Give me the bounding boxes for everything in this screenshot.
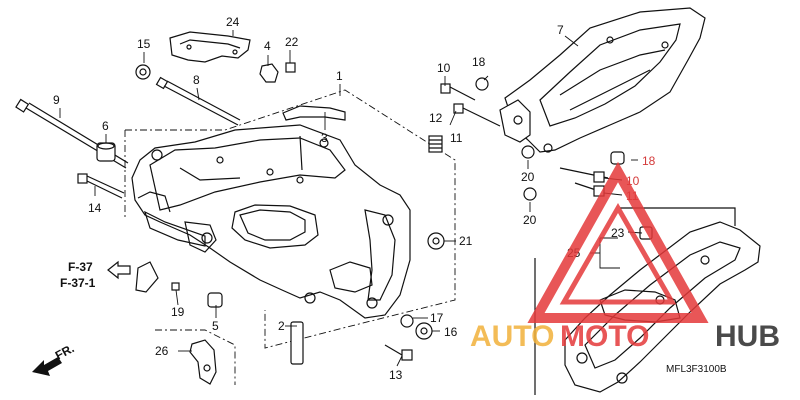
part-16-nut [415,322,433,340]
watermark-text-hub: HUB [715,320,780,353]
reference-f37-1[interactable]: F-37-1 [60,276,96,290]
subframe-drawing [499,7,706,153]
callout-labels: 1 2 3 4 5 6 7 8 9 10 10 11 11 12 13 14 1… [53,15,656,382]
part-18-collar-upper [475,77,489,91]
callout-21: 21 [459,234,473,248]
part-20-nut-lower [523,187,537,201]
main-frame-drawing [124,89,456,349]
callout-15: 15 [137,37,151,51]
callout-13: 13 [389,368,403,382]
part-17-washer [400,314,414,328]
part-2-pad [290,321,304,365]
callout-5: 5 [212,319,219,333]
part-26-bracket [155,329,236,385]
part-21-nut [427,232,445,250]
part-11-bolt-lower [574,182,605,197]
callout-11-upper: 11 [450,131,463,145]
part-10-bolt-lower [559,167,609,183]
callout-12: 12 [429,111,443,125]
callout-7: 7 [557,23,564,37]
reference-plate [135,261,159,293]
callout-18-upper: 18 [472,55,486,69]
part-22-bolt [285,62,296,73]
part-4-bracket [259,63,279,83]
part-8-bolt [155,76,241,126]
part-3-pad [282,105,346,121]
part-19-screw [171,282,180,291]
part-20-nut-upper [521,145,535,159]
part-12-collar [428,135,443,153]
callout-1: 1 [336,69,343,83]
watermark-triangle-icon [527,161,709,323]
callout-18-lower: 18 [642,154,656,168]
reference-arrow-icon [107,260,131,280]
front-arrow-icon [32,357,62,376]
callout-10-upper: 10 [437,61,451,75]
part-5-collar [207,292,223,308]
callout-3: 3 [321,131,328,145]
callout-4: 4 [264,39,271,53]
callout-23: 23 [611,226,625,240]
callout-8: 8 [193,73,200,87]
part-18-collar-lower [610,151,625,165]
part-6-collar [96,142,116,162]
callout-22: 22 [285,35,299,49]
callout-2: 2 [278,319,285,333]
callout-20-lower: 20 [523,213,537,227]
callout-24: 24 [226,15,240,29]
callout-9: 9 [53,93,60,107]
callout-17: 17 [430,311,444,325]
callout-19: 19 [171,305,185,319]
part-13-bolt [384,344,413,361]
callout-16: 16 [444,325,458,339]
cross-reference[interactable]: F-37 F-37-1 [60,260,131,290]
callout-26: 26 [155,344,169,358]
drawing-code: MFL3F3100B [666,364,727,375]
part-15-nut [135,64,151,80]
part-10-bolt-upper [440,83,476,101]
reference-f37[interactable]: F-37 [68,260,93,274]
watermark-text-auto: AUTO [470,320,554,353]
front-direction-indicator: FR. [32,341,76,376]
watermark-logo: AUTO MOTO HUB [470,161,780,353]
part-14-bolt [77,173,125,199]
callout-6: 6 [102,119,109,133]
watermark-text-moto: MOTO [560,320,649,353]
callout-20-upper: 20 [521,170,535,184]
callout-14: 14 [88,201,102,215]
part-11-bolt-upper [453,103,501,127]
